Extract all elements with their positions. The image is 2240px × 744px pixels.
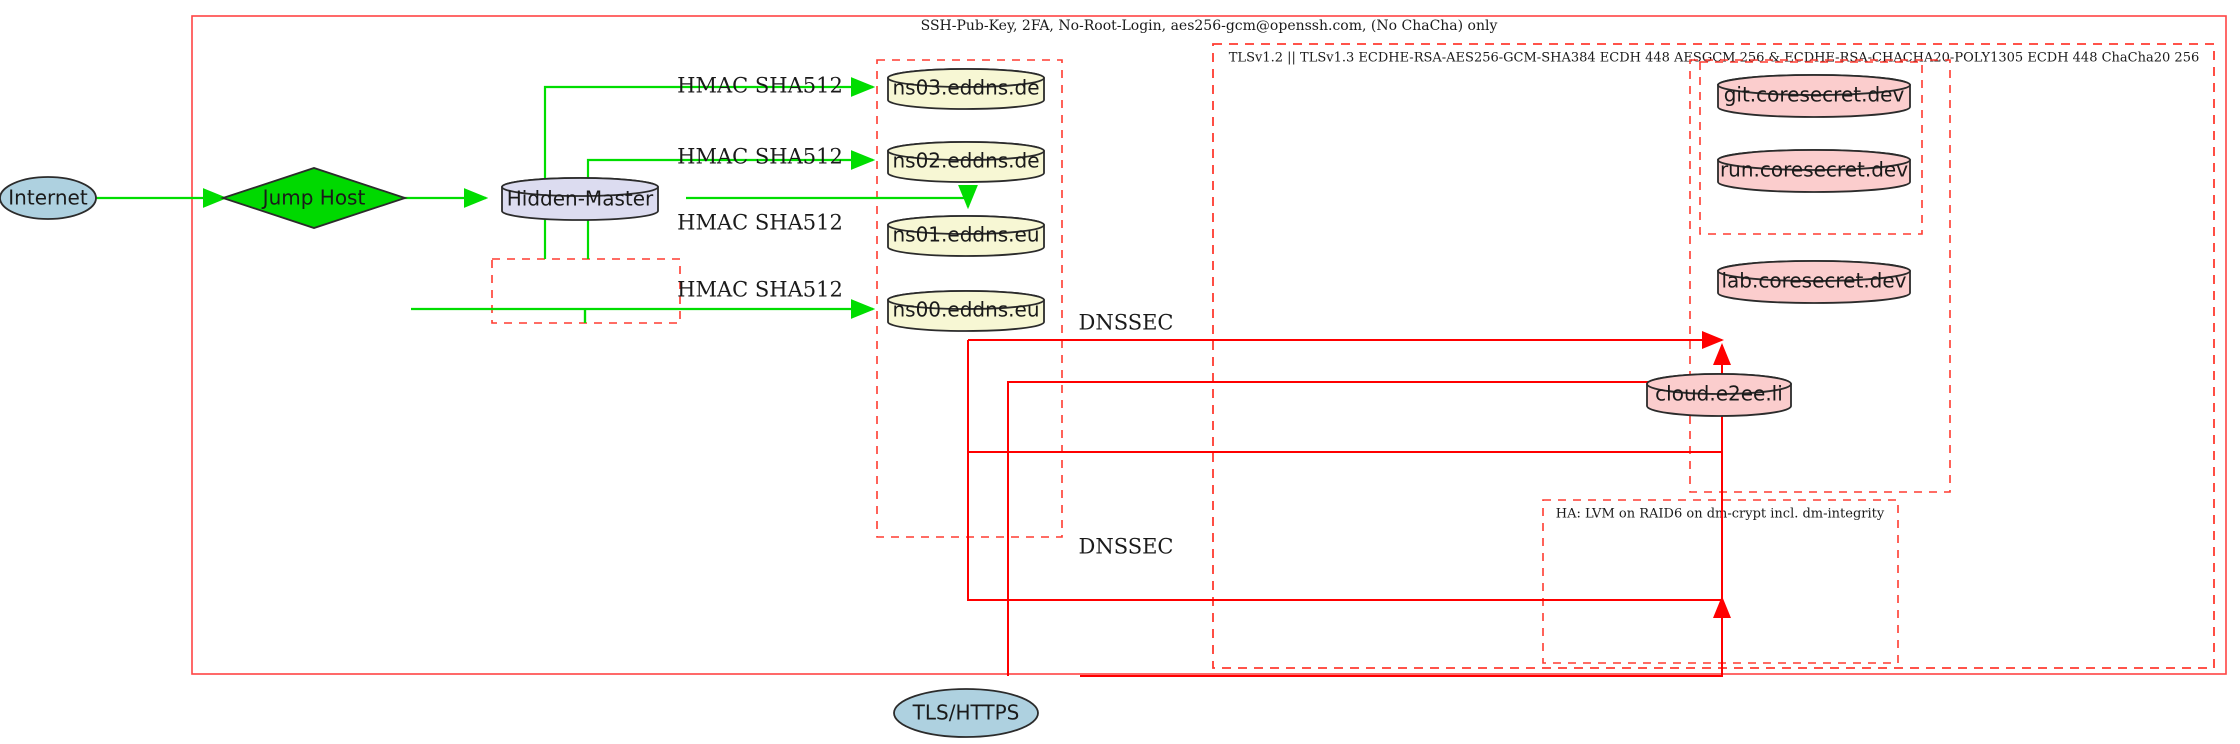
edge-dnssec-lower xyxy=(967,452,1722,601)
node-lab-label: lab.coresecret.dev xyxy=(1721,269,1906,293)
node-hidden-master-label: Hidden-Master xyxy=(507,187,654,211)
edge-label-hmac-ns01: HMAC SHA512 xyxy=(677,211,843,235)
node-lab-coresecret[interactable]: lab.coresecret.dev xyxy=(1717,260,1911,304)
node-internet[interactable]: Internet xyxy=(0,176,97,220)
node-jump-host[interactable]: Jump Host xyxy=(220,167,408,229)
edge-label-hmac-ns02: HMAC SHA512 xyxy=(677,145,843,169)
edge-tls-right xyxy=(1080,600,1723,677)
group-ha-boundary: HA: LVM on RAID6 on dm-crypt incl. dm-in… xyxy=(1542,499,1899,664)
node-ns01[interactable]: ns01.eddns.eu xyxy=(887,215,1045,257)
edge-tls-to-ha-top xyxy=(1007,381,1722,676)
node-cloud-label: cloud.e2ee.li xyxy=(1655,382,1783,406)
group-tls-boundary: TLSv1.2 || TLSv1.3 ECDHE-RSA-AES256-GCM-… xyxy=(1212,43,2215,669)
edge-hiddenmaster-to-ns00-seg xyxy=(411,299,876,323)
group-coresecret-inner-boundary xyxy=(1699,61,1923,235)
node-ns01-label: ns01.eddns.eu xyxy=(892,223,1039,247)
node-ns03-label: ns03.eddns.de xyxy=(892,76,1039,100)
edge-label-dnssec-upper: DNSSEC xyxy=(1078,311,1173,335)
node-run-coresecret[interactable]: run.coresecret.dev xyxy=(1717,149,1911,193)
edge-label-dnssec-lower: DNSSEC xyxy=(1078,535,1173,559)
node-internet-label: Internet xyxy=(8,186,88,210)
node-ns02-label: ns02.eddns.de xyxy=(892,149,1039,173)
group-ssh-label: SSH-Pub-Key, 2FA, No-Root-Login, aes256-… xyxy=(921,18,1498,34)
node-git-label: git.coresecret.dev xyxy=(1724,83,1905,107)
node-ns00-label: ns00.eddns.eu xyxy=(892,298,1039,322)
group-ha-label: HA: LVM on RAID6 on dm-crypt incl. dm-in… xyxy=(1556,507,1885,522)
edge-label-hmac-ns03: HMAC SHA512 xyxy=(677,74,843,98)
node-tls-https[interactable]: TLS/HTTPS xyxy=(893,688,1039,738)
edge-hiddenmaster-to-ns02 xyxy=(586,150,876,259)
edge-label-hmac-ns00: HMAC SHA512 xyxy=(677,278,843,302)
node-ns02[interactable]: ns02.eddns.de xyxy=(887,141,1045,183)
node-ns03[interactable]: ns03.eddns.de xyxy=(887,68,1045,110)
group-tls-label: TLSv1.2 || TLSv1.3 ECDHE-RSA-AES256-GCM-… xyxy=(1229,51,2199,66)
node-git-coresecret[interactable]: git.coresecret.dev xyxy=(1717,74,1911,118)
group-dns-boundary xyxy=(876,59,1063,538)
node-hidden-master[interactable]: Hidden-Master xyxy=(501,177,659,221)
edge-hiddenmaster-to-ns01 xyxy=(686,185,978,210)
node-tls-https-label: TLS/HTTPS xyxy=(912,701,1020,725)
group-ssh-boundary: SSH-Pub-Key, 2FA, No-Root-Login, aes256-… xyxy=(191,15,2227,675)
node-run-label: run.coresecret.dev xyxy=(1720,158,1908,182)
node-ns00[interactable]: ns00.eddns.eu xyxy=(887,290,1045,332)
node-jump-host-label: Jump Host xyxy=(261,186,366,210)
node-cloud-e2ee[interactable]: cloud.e2ee.li xyxy=(1646,373,1792,417)
